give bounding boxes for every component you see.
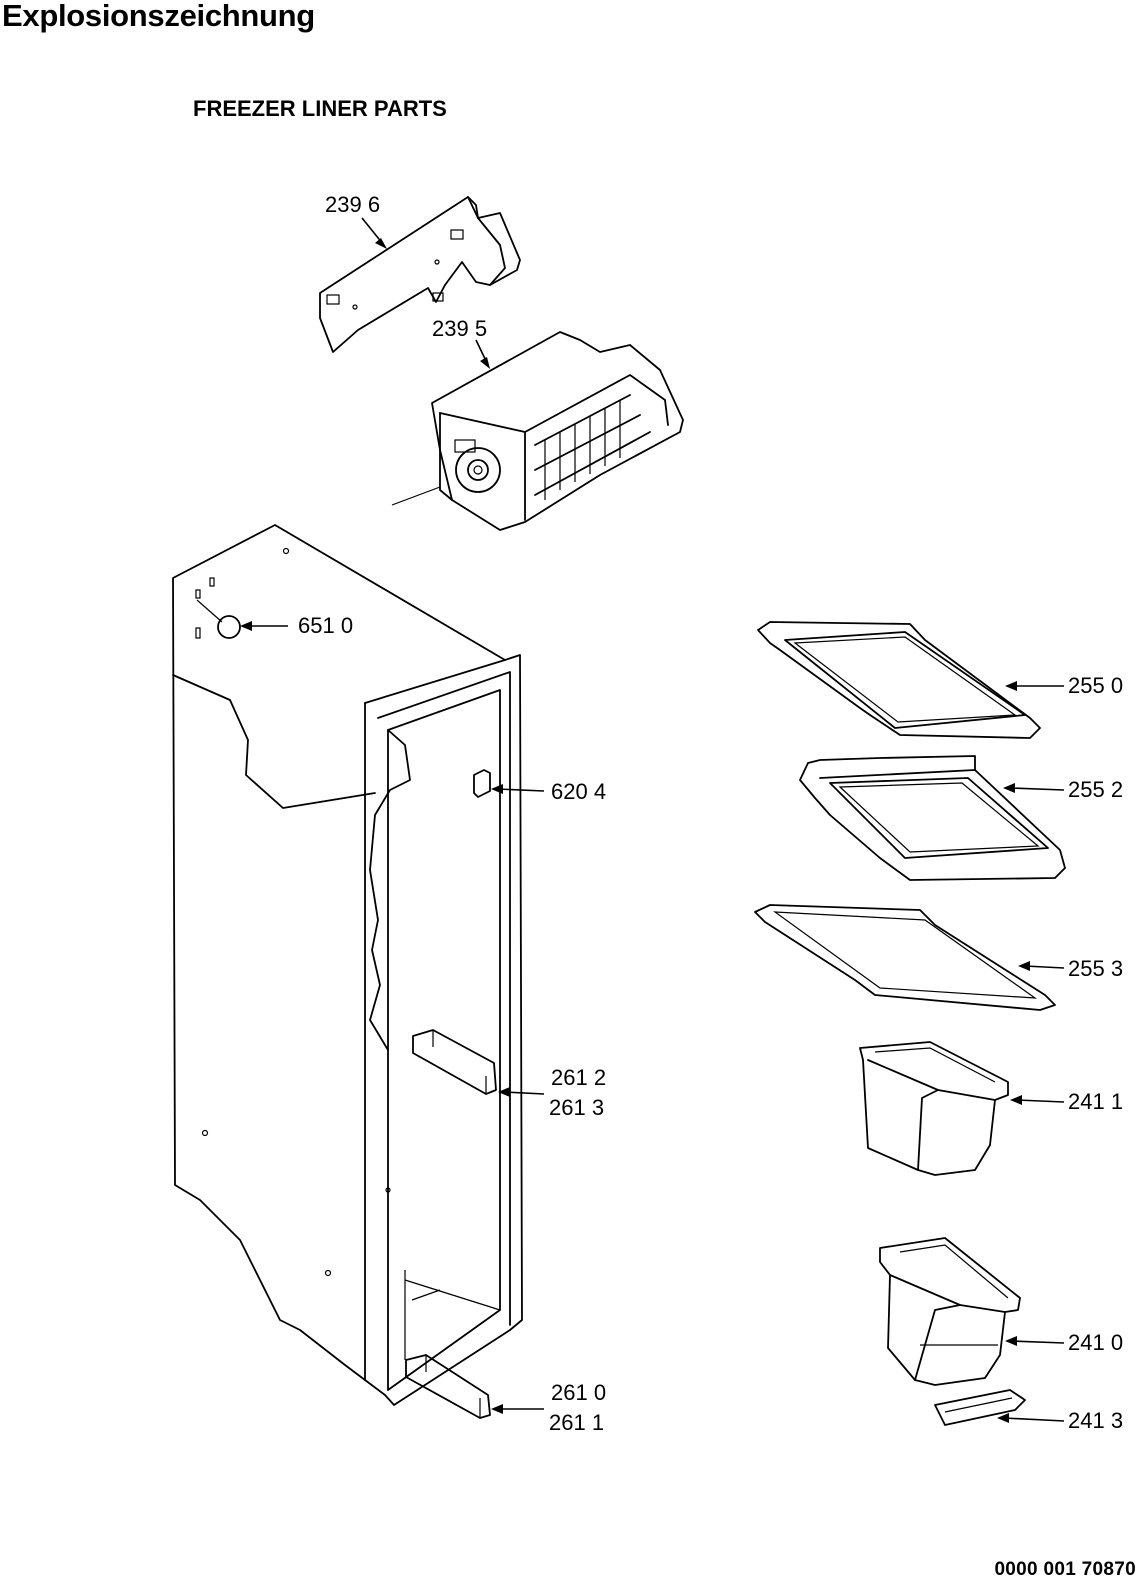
callout-2395: 239 5 <box>432 316 488 341</box>
callout-2612: 261 2 <box>551 1065 607 1090</box>
shelf-part-2550 <box>757 621 1041 739</box>
callout-2613: 261 3 <box>549 1095 605 1120</box>
leader-lines <box>240 217 1065 1423</box>
section-title: FREEZER LINER PARTS <box>193 96 447 121</box>
callout-2413: 241 3 <box>1068 1408 1124 1433</box>
callout-2553: 255 3 <box>1068 956 1124 981</box>
callout-6204: 620 4 <box>551 779 607 804</box>
callout-2550: 255 0 <box>1068 673 1124 698</box>
callout-2396: 239 6 <box>325 192 381 217</box>
bracket-part-2396 <box>319 196 521 353</box>
shelf-part-2552 <box>799 755 1066 881</box>
callout-2611: 261 1 <box>549 1410 605 1435</box>
callout-2610: 261 0 <box>551 1380 607 1405</box>
document-number: 0000 001 70870 <box>994 1559 1136 1580</box>
callout-2411: 241 1 <box>1068 1089 1124 1114</box>
shelf-part-2553 <box>754 904 1056 1011</box>
bin-part-2410 <box>879 1237 1021 1386</box>
page-title: Explosionszeichnung <box>2 0 315 33</box>
callout-6510: 651 0 <box>298 613 354 638</box>
callout-2552: 255 2 <box>1068 777 1124 802</box>
bin-part-2411 <box>859 1041 1009 1176</box>
icemaker-part-2395 <box>391 331 684 531</box>
clip-part-2413 <box>934 1389 1026 1426</box>
freezer-liner <box>172 524 523 1419</box>
callout-2410: 241 0 <box>1068 1330 1124 1355</box>
